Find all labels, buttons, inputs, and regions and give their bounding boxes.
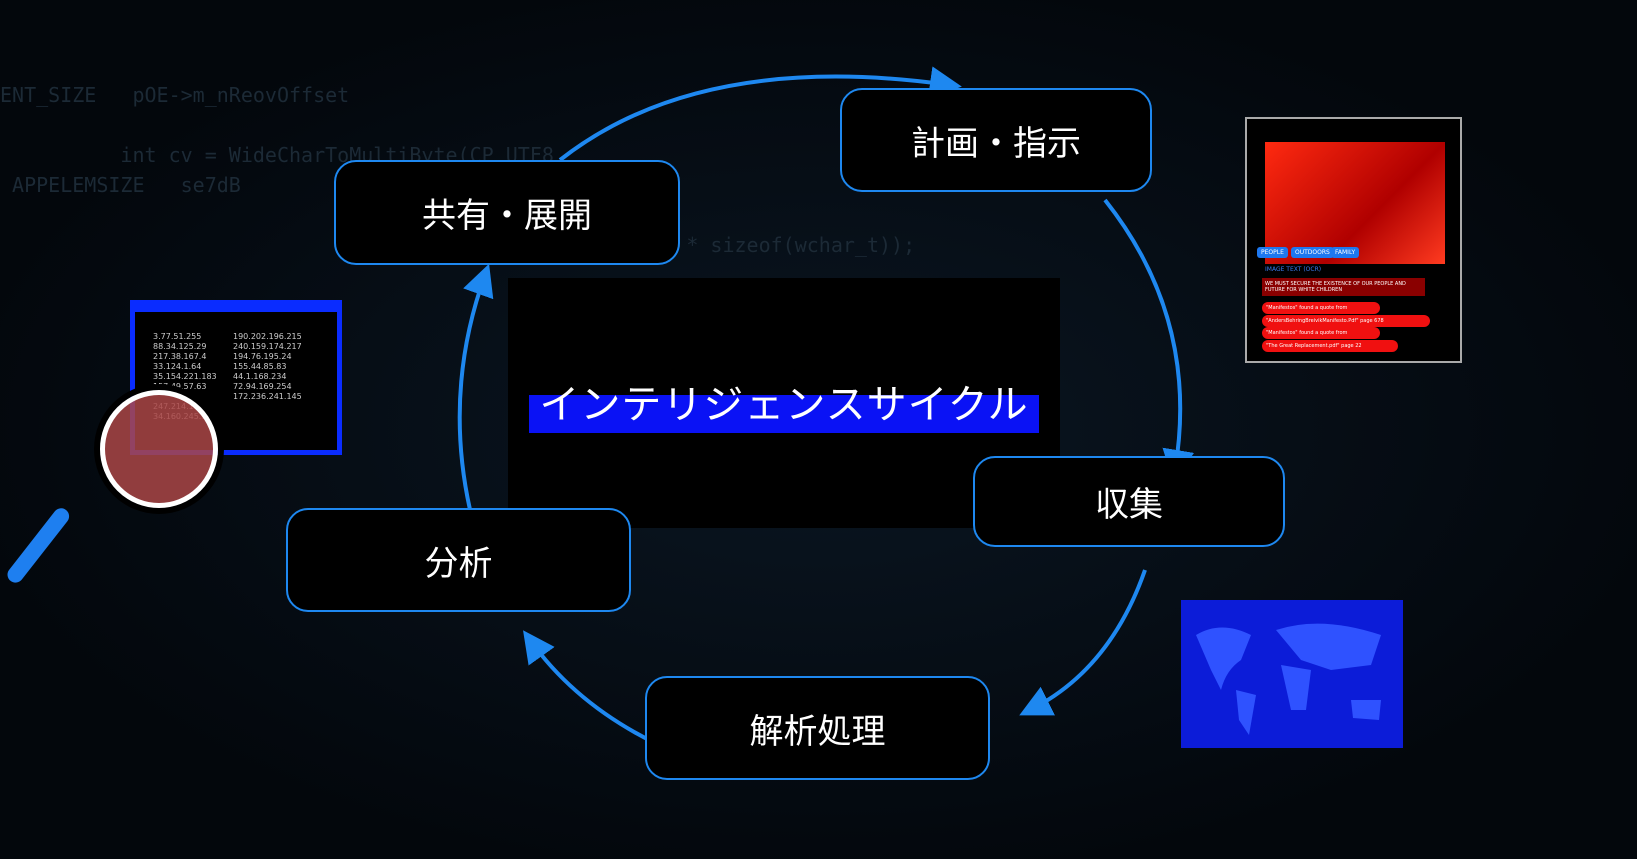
ip-address: 72.94.169.254 <box>233 382 292 391</box>
ip-address: 3.77.51.255 <box>153 332 202 341</box>
ocr-result: "Manifestos" found a quote from <box>1262 302 1380 314</box>
ip-address: 44.1.168.234 <box>233 372 287 381</box>
ocr-panel: PEOPLE OUTDOORS FAMILY IMAGE TEXT (OCR) … <box>1245 117 1462 363</box>
ip-address: 240.159.174.217 <box>233 342 302 351</box>
ip-address: 88.34.125.29 <box>153 342 207 351</box>
ocr-result: "The Great Replacement.pdf" page 22 <box>1262 340 1398 352</box>
arrow-collect <box>1103 198 1195 482</box>
ip-address: 190.202.196.215 <box>233 332 302 341</box>
ocr-result: "Manifestos" found a quote from <box>1262 327 1380 339</box>
ip-address: 172.236.241.145 <box>233 392 302 401</box>
stage-plan: 計画・指示 <box>840 88 1152 192</box>
stage-process: 解析処理 <box>645 676 990 780</box>
arrow-plan <box>558 66 962 162</box>
ip-address <box>233 412 323 422</box>
tag-family: FAMILY <box>1331 247 1360 258</box>
ocr-heading: IMAGE TEXT (OCR) <box>1265 266 1322 273</box>
arrow-process <box>1019 569 1147 716</box>
ip-address: 35.154.221.183 <box>153 372 217 381</box>
ocr-result: "AndersBehringBreivikManifesto.Pdf" page… <box>1262 315 1430 327</box>
world-map <box>1181 600 1403 748</box>
diagram-title: インテリジェンスサイクル <box>539 382 1029 428</box>
ip-address: 157.49.57.63 <box>153 382 207 391</box>
stage-collect: 収集 <box>973 456 1285 547</box>
stage-share: 共有・展開 <box>334 160 680 265</box>
ocr-quote: WE MUST SECURE THE EXISTENCE OF OUR PEOP… <box>1262 278 1425 296</box>
ip-address: 217.38.167.4 <box>153 352 207 361</box>
magnifier-icon <box>100 390 218 508</box>
arrow-share <box>457 263 494 531</box>
ip-address: 33.124.1.64 <box>153 362 202 371</box>
tag-people: PEOPLE <box>1257 247 1288 258</box>
stage-analyze: 分析 <box>286 508 631 612</box>
family-photo <box>1265 142 1445 264</box>
title-highlight <box>529 395 1039 433</box>
ip-address: 155.44.85.83 <box>233 362 287 371</box>
ip-address: 194.76.195.24 <box>233 352 292 361</box>
tag-outdoors: OUTDOORS <box>1291 247 1334 258</box>
ip-address <box>233 402 323 412</box>
